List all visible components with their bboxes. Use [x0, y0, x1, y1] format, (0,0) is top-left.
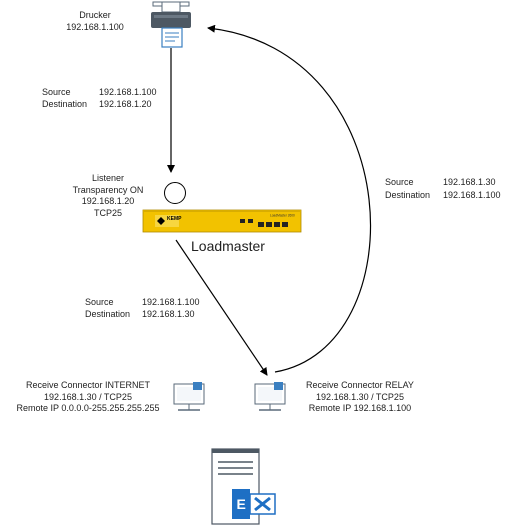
printer-icon	[151, 1, 191, 48]
flow2-source-ip: 192.168.1.100	[142, 297, 200, 307]
loadmaster-model-text: LoadMaster 2600	[270, 214, 295, 218]
monitor-icon-relay	[254, 382, 286, 411]
exchange-logo-letter: E	[237, 496, 246, 512]
exchange-logo-icon: E	[232, 489, 276, 519]
arrow-loadmaster-to-relay	[175, 239, 268, 376]
connector-internet-line1: Receive Connector INTERNET	[25, 380, 151, 390]
printer-label: Drucker 192.168.1.100	[50, 10, 140, 33]
flow1-dest-label: Destination	[42, 99, 88, 109]
monitor-icon-internet	[173, 382, 205, 411]
connector-relay-line2: 192.168.1.30 / TCP25	[316, 391, 404, 402]
connector-relay-line3: Remote IP 192.168.1.100	[308, 403, 412, 413]
kemp-logo-text: KEMP	[167, 216, 182, 222]
arrow-relay-to-printer	[207, 24, 371, 373]
connector-internet-line3: Remote IP 0.0.0.0-255.255.255.255	[16, 403, 160, 413]
connector-relay-label: Receive Connector RELAY 192.168.1.30 / T…	[290, 380, 430, 415]
printer-ip: 192.168.1.100	[66, 21, 124, 32]
listener-line2: Transparency ON	[72, 184, 144, 195]
listener-circle	[164, 182, 186, 204]
listener-line1: Listener	[91, 173, 125, 183]
flow3-source-label: Source	[385, 177, 414, 187]
loadmaster-label: Loadmaster	[191, 238, 265, 254]
flow2-source-label: Source	[85, 297, 114, 307]
listener-label: Listener Transparency ON 192.168.1.20 TC…	[58, 173, 158, 219]
flow3-dest-label: Destination	[385, 190, 431, 200]
listener-line3: 192.168.1.20	[81, 196, 135, 206]
flow1-dest-ip: 192.168.1.20	[99, 99, 152, 109]
flow2-dest-ip: 192.168.1.30	[142, 309, 195, 319]
connector-internet-label: Receive Connector INTERNET 192.168.1.30 …	[8, 380, 168, 415]
listener-line4: TCP25	[93, 207, 122, 218]
flow1-source-label: Source	[42, 87, 71, 97]
printer-name: Drucker	[79, 10, 111, 20]
flow3-dest-ip: 192.168.1.100	[443, 190, 501, 200]
connector-relay-line1: Receive Connector RELAY	[306, 380, 414, 390]
connector-internet-line2: 192.168.1.30 / TCP25	[44, 391, 132, 402]
flow2-dest-label: Destination	[85, 309, 131, 319]
loadmaster-appliance: KEMP LoadMaster 2600	[142, 209, 302, 233]
flow3-source-ip: 192.168.1.30	[443, 177, 496, 187]
flow1-source-ip: 192.168.1.100	[99, 87, 157, 97]
